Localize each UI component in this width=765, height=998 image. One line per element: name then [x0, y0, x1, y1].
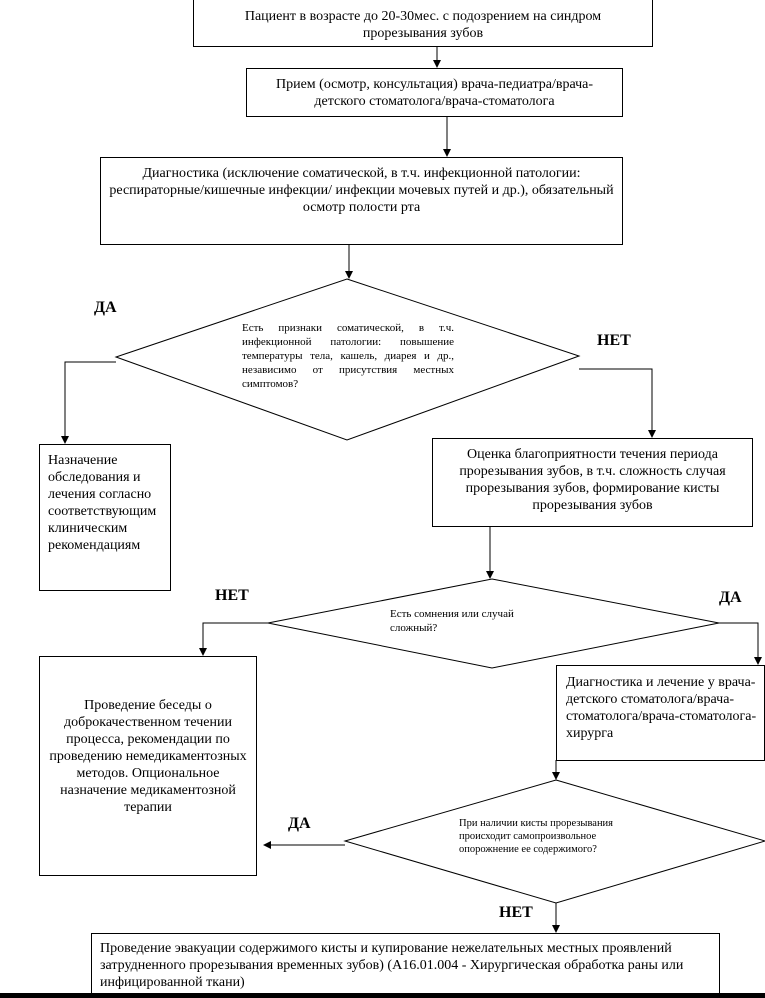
refer-clinical-text: Назначение обследования и лечения соглас… — [48, 453, 157, 553]
patient-text: Пациент в возрасте до 20-30мес. с подозр… — [244, 9, 602, 41]
evacuation-box: Проведение эвакуации содержимого кисты и… — [91, 933, 720, 997]
decision-diamond-somatic — [114, 278, 581, 441]
label-no-complex: НЕТ — [215, 587, 249, 604]
label-no-somatic: НЕТ — [597, 332, 631, 349]
page-bottom-bar — [0, 993, 765, 998]
evacuation-text: Проведение эвакуации содержимого кисты и… — [100, 941, 684, 990]
label-no-cyst: НЕТ — [499, 904, 533, 921]
patient-box: Пациент в возрасте до 20-30мес. с подозр… — [193, 0, 653, 47]
decision-diamond-complex — [267, 578, 720, 669]
label-yes-complex: ДА — [719, 589, 742, 606]
reception-box: Прием (осмотр, консультация) врача-педиа… — [246, 68, 623, 117]
decision-cyst-text: При наличии кисты прорезывания происходи… — [459, 818, 614, 855]
assessment-box: Оценка благоприятности течения периода п… — [432, 438, 753, 527]
refer-clinical-box: Назначение обследования и лечения соглас… — [39, 444, 171, 591]
conversation-text: Проведение беседы о доброкачественном те… — [49, 698, 247, 815]
dentist-treatment-box: Диагностика и лечение у врача-детского с… — [556, 665, 765, 761]
label-yes-cyst: ДА — [288, 815, 311, 832]
arrow-yes-to-refer — [61, 361, 116, 444]
decision-complex-text: Есть сомнения или случай сложный? — [390, 608, 514, 634]
label-yes-somatic: ДА — [94, 299, 117, 316]
diagnostics-box: Диагностика (исключение соматической, в … — [100, 157, 623, 245]
arrow-yes-to-dentist — [719, 622, 762, 665]
decision-somatic-text: Есть признаки соматической, в т.ч. инфек… — [242, 322, 454, 390]
assessment-text: Оценка благоприятности течения периода п… — [459, 447, 726, 513]
arrow-no-to-conversation — [199, 622, 268, 656]
diagnostics-text: Диагностика (исключение соматической, в … — [109, 166, 614, 215]
reception-text: Прием (осмотр, консультация) врача-педиа… — [275, 77, 594, 109]
conversation-box: Проведение беседы о доброкачественном те… — [39, 656, 257, 876]
dentist-treatment-text: Диагностика и лечение у врача-детского с… — [566, 675, 757, 741]
arrow-no-to-assessment — [579, 368, 656, 438]
